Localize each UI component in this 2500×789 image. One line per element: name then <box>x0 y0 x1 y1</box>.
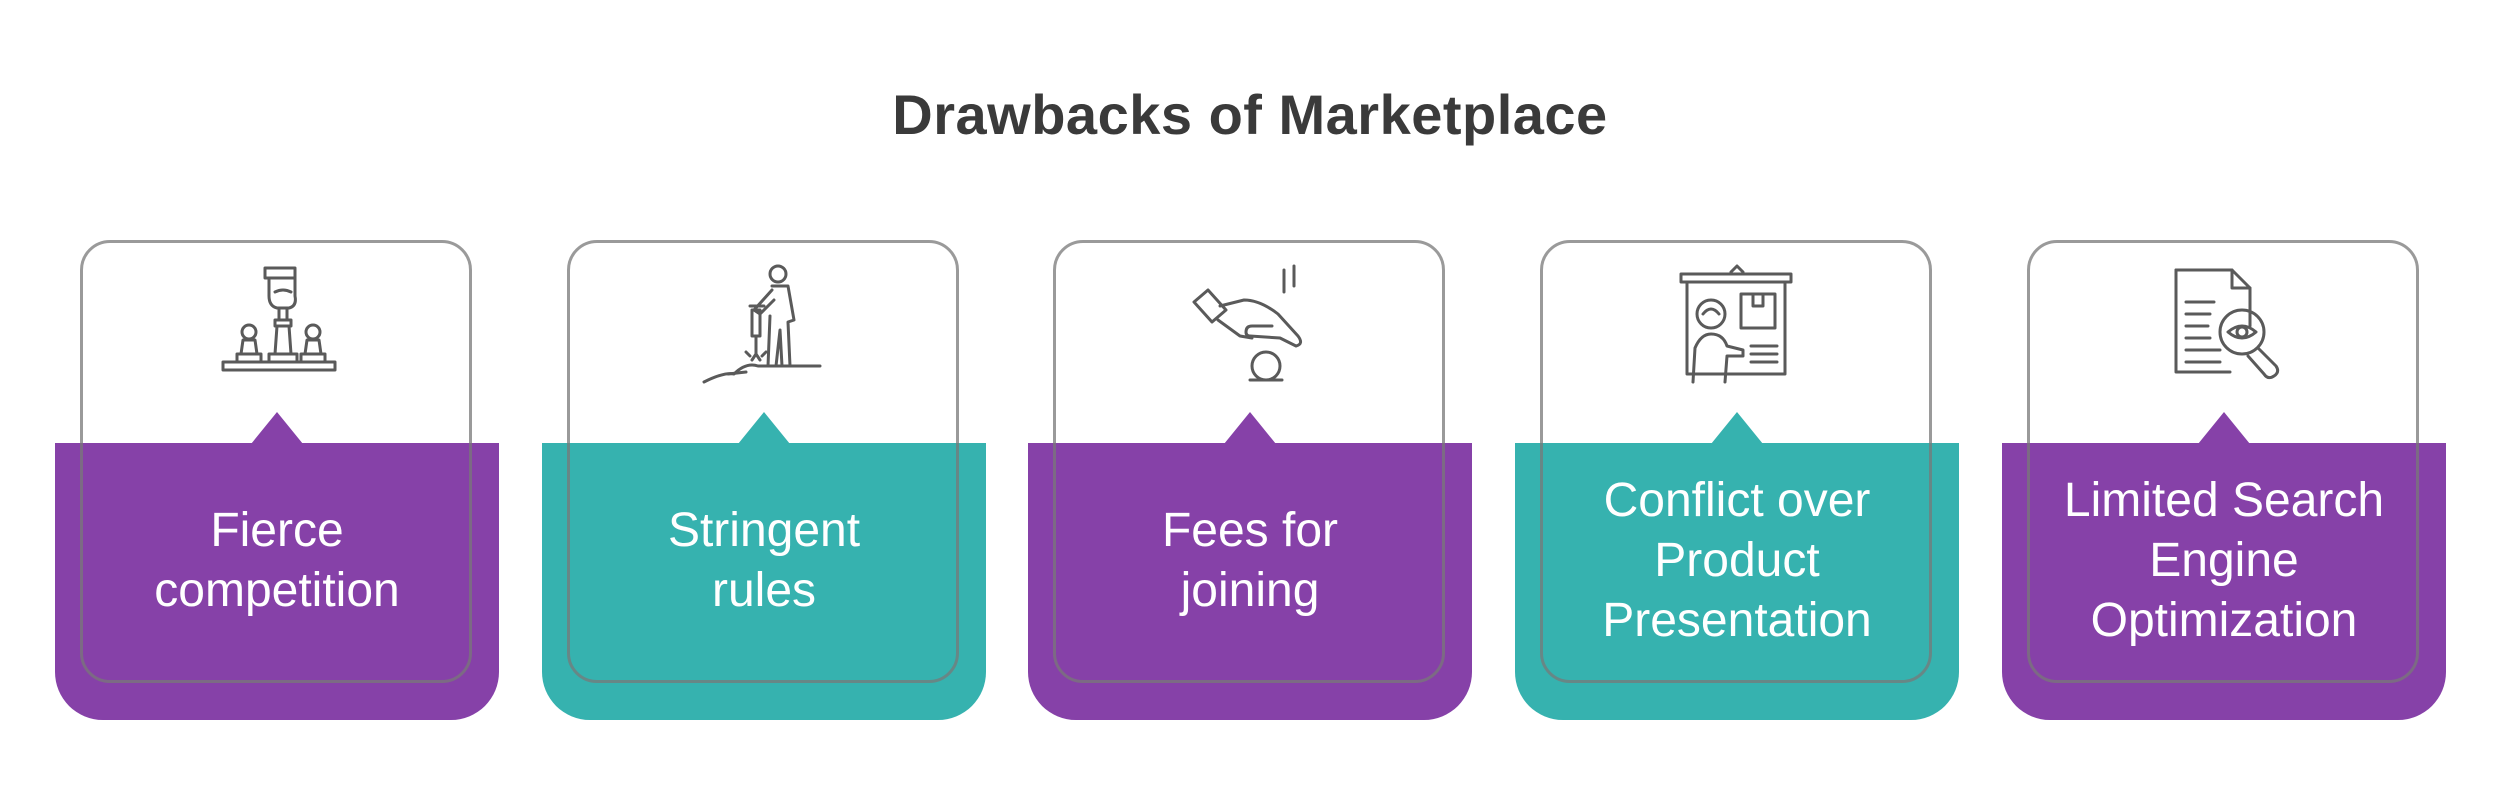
card-notch <box>738 412 790 444</box>
card-stringent-rules: Stringent rules <box>542 240 986 720</box>
card-outline <box>80 240 472 683</box>
card-notch <box>1224 412 1276 444</box>
card-conflict-product-presentation: Conflict over Product Presentation <box>1515 240 1959 720</box>
card-fees-for-joining: Fees for joining <box>1028 240 1472 720</box>
hand-coin-icon <box>1180 262 1320 402</box>
card-label: Limited Search Engine Optimization <box>2063 474 2385 647</box>
card-label: Stringent rules <box>667 504 861 617</box>
card-outline <box>2027 240 2419 683</box>
page-title: Drawbacks of Marketplace <box>892 83 1608 146</box>
document-search-icon <box>2154 262 2294 402</box>
card-label: Fees for joining <box>1161 504 1339 617</box>
card-label: Conflict over Product Presentation <box>1602 474 1872 647</box>
card-fierce-competition: Fierce competition <box>55 240 499 720</box>
card-limited-seo: Limited Search Engine Optimization <box>2002 240 2446 720</box>
card-panel <box>55 443 499 720</box>
worker-drilling-icon <box>694 262 834 402</box>
presentation-board-icon <box>1667 262 1807 402</box>
card-outline <box>1053 240 1445 683</box>
card-outline <box>567 240 959 683</box>
card-panel <box>542 443 986 720</box>
card-panel <box>1028 443 1472 720</box>
card-notch <box>2198 412 2250 444</box>
card-outline <box>1540 240 1932 683</box>
card-panel <box>1515 443 1959 720</box>
chess-strategy-icon <box>207 262 347 402</box>
card-panel <box>2002 443 2446 720</box>
card-label: Fierce competition <box>154 504 400 617</box>
card-notch <box>1711 412 1763 444</box>
card-notch <box>251 412 303 444</box>
